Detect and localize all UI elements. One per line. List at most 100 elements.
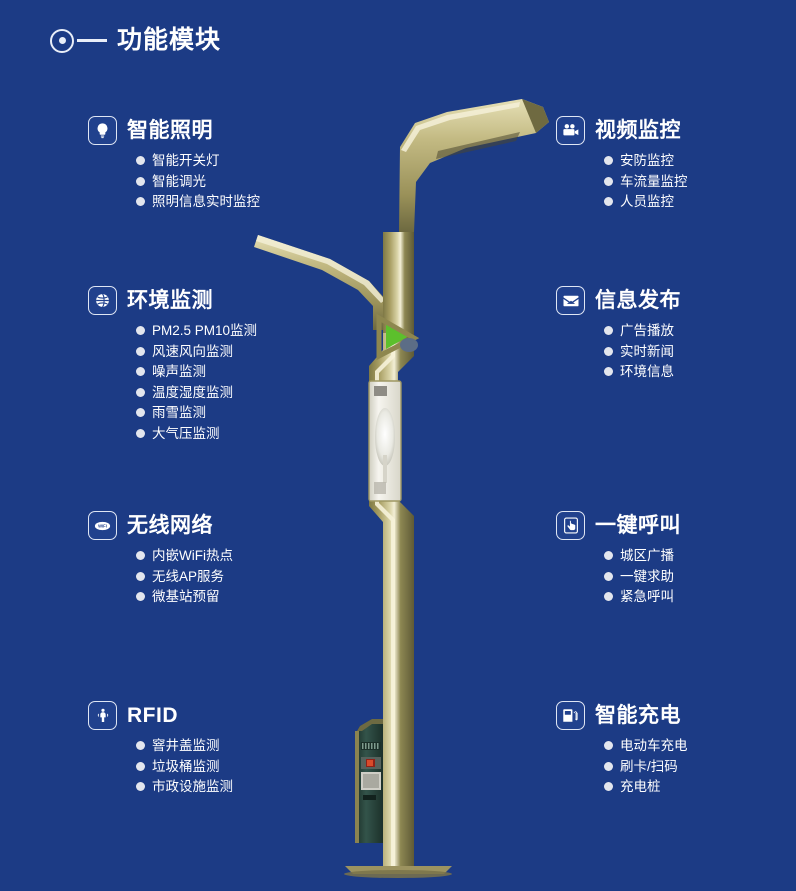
- list-item: 大气压监测: [136, 425, 338, 441]
- list-item-label: 人员监控: [620, 194, 674, 209]
- module-video-surveillance: 视频监控 安防监控 车流量监控 人员监控: [556, 116, 796, 216]
- bullet-icon: [136, 367, 145, 377]
- list-item-label: 紧急呼叫: [620, 589, 674, 604]
- module-one-key-call: 一键呼叫 城区广播 一键求助 紧急呼叫: [556, 511, 796, 611]
- bullet-icon: [604, 346, 613, 356]
- list-item: 城区广播: [604, 549, 796, 563]
- bullet-icon: [136, 782, 145, 792]
- module-smart-lighting: 智能照明 智能开关灯 智能调光 照明信息实时监控: [88, 116, 338, 216]
- list-item-label: 实时新闻: [620, 343, 674, 359]
- list-item: 风速风向监测: [136, 343, 338, 359]
- bullet-icon: [604, 176, 613, 186]
- module-feature-list: 城区广播 一键求助 紧急呼叫: [556, 549, 796, 604]
- list-item: 窨井盖监测: [136, 739, 338, 753]
- bullet-icon: [604, 551, 613, 561]
- bullet-icon: [604, 761, 613, 771]
- module-title: 视频监控: [595, 119, 681, 142]
- bullet-icon: [604, 326, 613, 336]
- list-item-label: 大气压监测: [152, 425, 220, 441]
- list-item-label: 智能调光: [152, 173, 206, 189]
- module-header: WiFi 无线网络: [88, 511, 338, 540]
- module-header: 信息发布: [556, 286, 796, 315]
- page-title: 功能模块: [50, 28, 221, 53]
- list-item: 紧急呼叫: [604, 590, 796, 604]
- list-item: 照明信息实时监控: [136, 195, 338, 209]
- module-wireless-network: WiFi 无线网络 内嵌WiFi热点 无线AP服务 微基站预留: [88, 511, 338, 611]
- bullet-icon: [136, 551, 145, 561]
- list-item: 安防监控: [604, 154, 796, 168]
- bullet-icon: [604, 197, 613, 207]
- list-item-label: 一键求助: [620, 568, 674, 584]
- bullet-icon: [136, 346, 145, 356]
- list-item: 刷卡/扫码: [604, 758, 796, 774]
- module-header: 视频监控: [556, 116, 796, 145]
- bullet-icon: [604, 592, 613, 602]
- list-item: 广告播放: [604, 324, 796, 338]
- list-item: 内嵌WiFi热点: [136, 549, 338, 563]
- bullet-icon: [136, 387, 145, 397]
- list-item: 人员监控: [604, 195, 796, 209]
- list-item: 智能调光: [136, 173, 338, 189]
- bullet-icon: [136, 176, 145, 186]
- module-rfid: RFID 窨井盖监测 垃圾桶监测 市政设施监测: [88, 701, 338, 801]
- module-header: 环境监测: [88, 286, 338, 315]
- list-item: PM2.5 PM10监测: [136, 324, 338, 338]
- list-item: 市政设施监测: [136, 780, 338, 794]
- list-item-label: PM2.5 PM10监测: [152, 323, 258, 338]
- list-item: 垃圾桶监测: [136, 759, 338, 774]
- module-title: 智能充电: [595, 704, 681, 727]
- module-environment-monitoring: 环境监测 PM2.5 PM10监测 风速风向监测 噪声监测 温度湿度监测 雨雪监…: [88, 286, 338, 447]
- bullet-icon: [136, 428, 145, 438]
- list-item-label: 雨雪监测: [152, 405, 206, 420]
- bullet-icon: [604, 741, 613, 751]
- charging-pump-icon: [556, 701, 585, 730]
- bullet-icon: [604, 156, 613, 166]
- bullet-icon: [136, 741, 145, 751]
- module-header: RFID: [88, 701, 338, 730]
- list-item: 无线AP服务: [136, 568, 338, 584]
- module-feature-list: 电动车充电 刷卡/扫码 充电桩: [556, 739, 796, 794]
- bullet-icon: [604, 367, 613, 377]
- list-item-label: 广告播放: [620, 323, 674, 338]
- list-item: 温度湿度监测: [136, 384, 338, 400]
- list-item-label: 无线AP服务: [152, 568, 225, 584]
- envelope-icon: [556, 286, 585, 315]
- list-item: 一键求助: [604, 568, 796, 584]
- list-item-label: 微基站预留: [152, 589, 220, 604]
- module-feature-list: PM2.5 PM10监测 风速风向监测 噪声监测 温度湿度监测 雨雪监测 大气压…: [88, 324, 338, 440]
- bullet-icon: [136, 761, 145, 771]
- list-item-label: 市政设施监测: [152, 779, 233, 794]
- list-item-label: 安防监控: [620, 153, 674, 168]
- list-item-label: 智能开关灯: [152, 153, 220, 168]
- list-item-label: 刷卡/扫码: [620, 758, 678, 774]
- bullet-icon: [136, 408, 145, 418]
- bullet-icon: [604, 571, 613, 581]
- list-item-label: 温度湿度监测: [152, 384, 233, 400]
- module-title: RFID: [127, 704, 178, 727]
- bullet-icon: [604, 782, 613, 792]
- bullet-icon: [136, 197, 145, 207]
- module-header: 一键呼叫: [556, 511, 796, 540]
- list-item: 实时新闻: [604, 343, 796, 359]
- list-item-label: 窨井盖监测: [152, 738, 220, 753]
- module-information-release: 信息发布 广告播放 实时新闻 环境信息: [556, 286, 796, 386]
- module-header: 智能充电: [556, 701, 796, 730]
- list-item: 智能开关灯: [136, 154, 338, 168]
- video-camera-icon: [556, 116, 585, 145]
- page-title-text: 功能模块: [117, 26, 222, 54]
- list-item-label: 照明信息实时监控: [152, 194, 260, 209]
- bullet-icon: [136, 326, 145, 336]
- module-feature-list: 安防监控 车流量监控 人员监控: [556, 154, 796, 209]
- list-item-label: 城区广播: [620, 548, 674, 563]
- module-feature-list: 窨井盖监测 垃圾桶监测 市政设施监测: [88, 739, 338, 794]
- title-divider-line: [77, 39, 107, 42]
- module-title: 信息发布: [595, 289, 681, 312]
- list-item-label: 风速风向监测: [152, 343, 233, 359]
- wifi-icon: WiFi: [88, 511, 117, 540]
- list-item: 噪声监测: [136, 365, 338, 379]
- list-item-label: 电动车充电: [620, 738, 688, 753]
- module-title: 智能照明: [127, 119, 213, 142]
- module-title: 一键呼叫: [595, 514, 681, 537]
- module-feature-list: 智能开关灯 智能调光 照明信息实时监控: [88, 154, 338, 209]
- module-feature-list: 内嵌WiFi热点 无线AP服务 微基站预留: [88, 549, 338, 604]
